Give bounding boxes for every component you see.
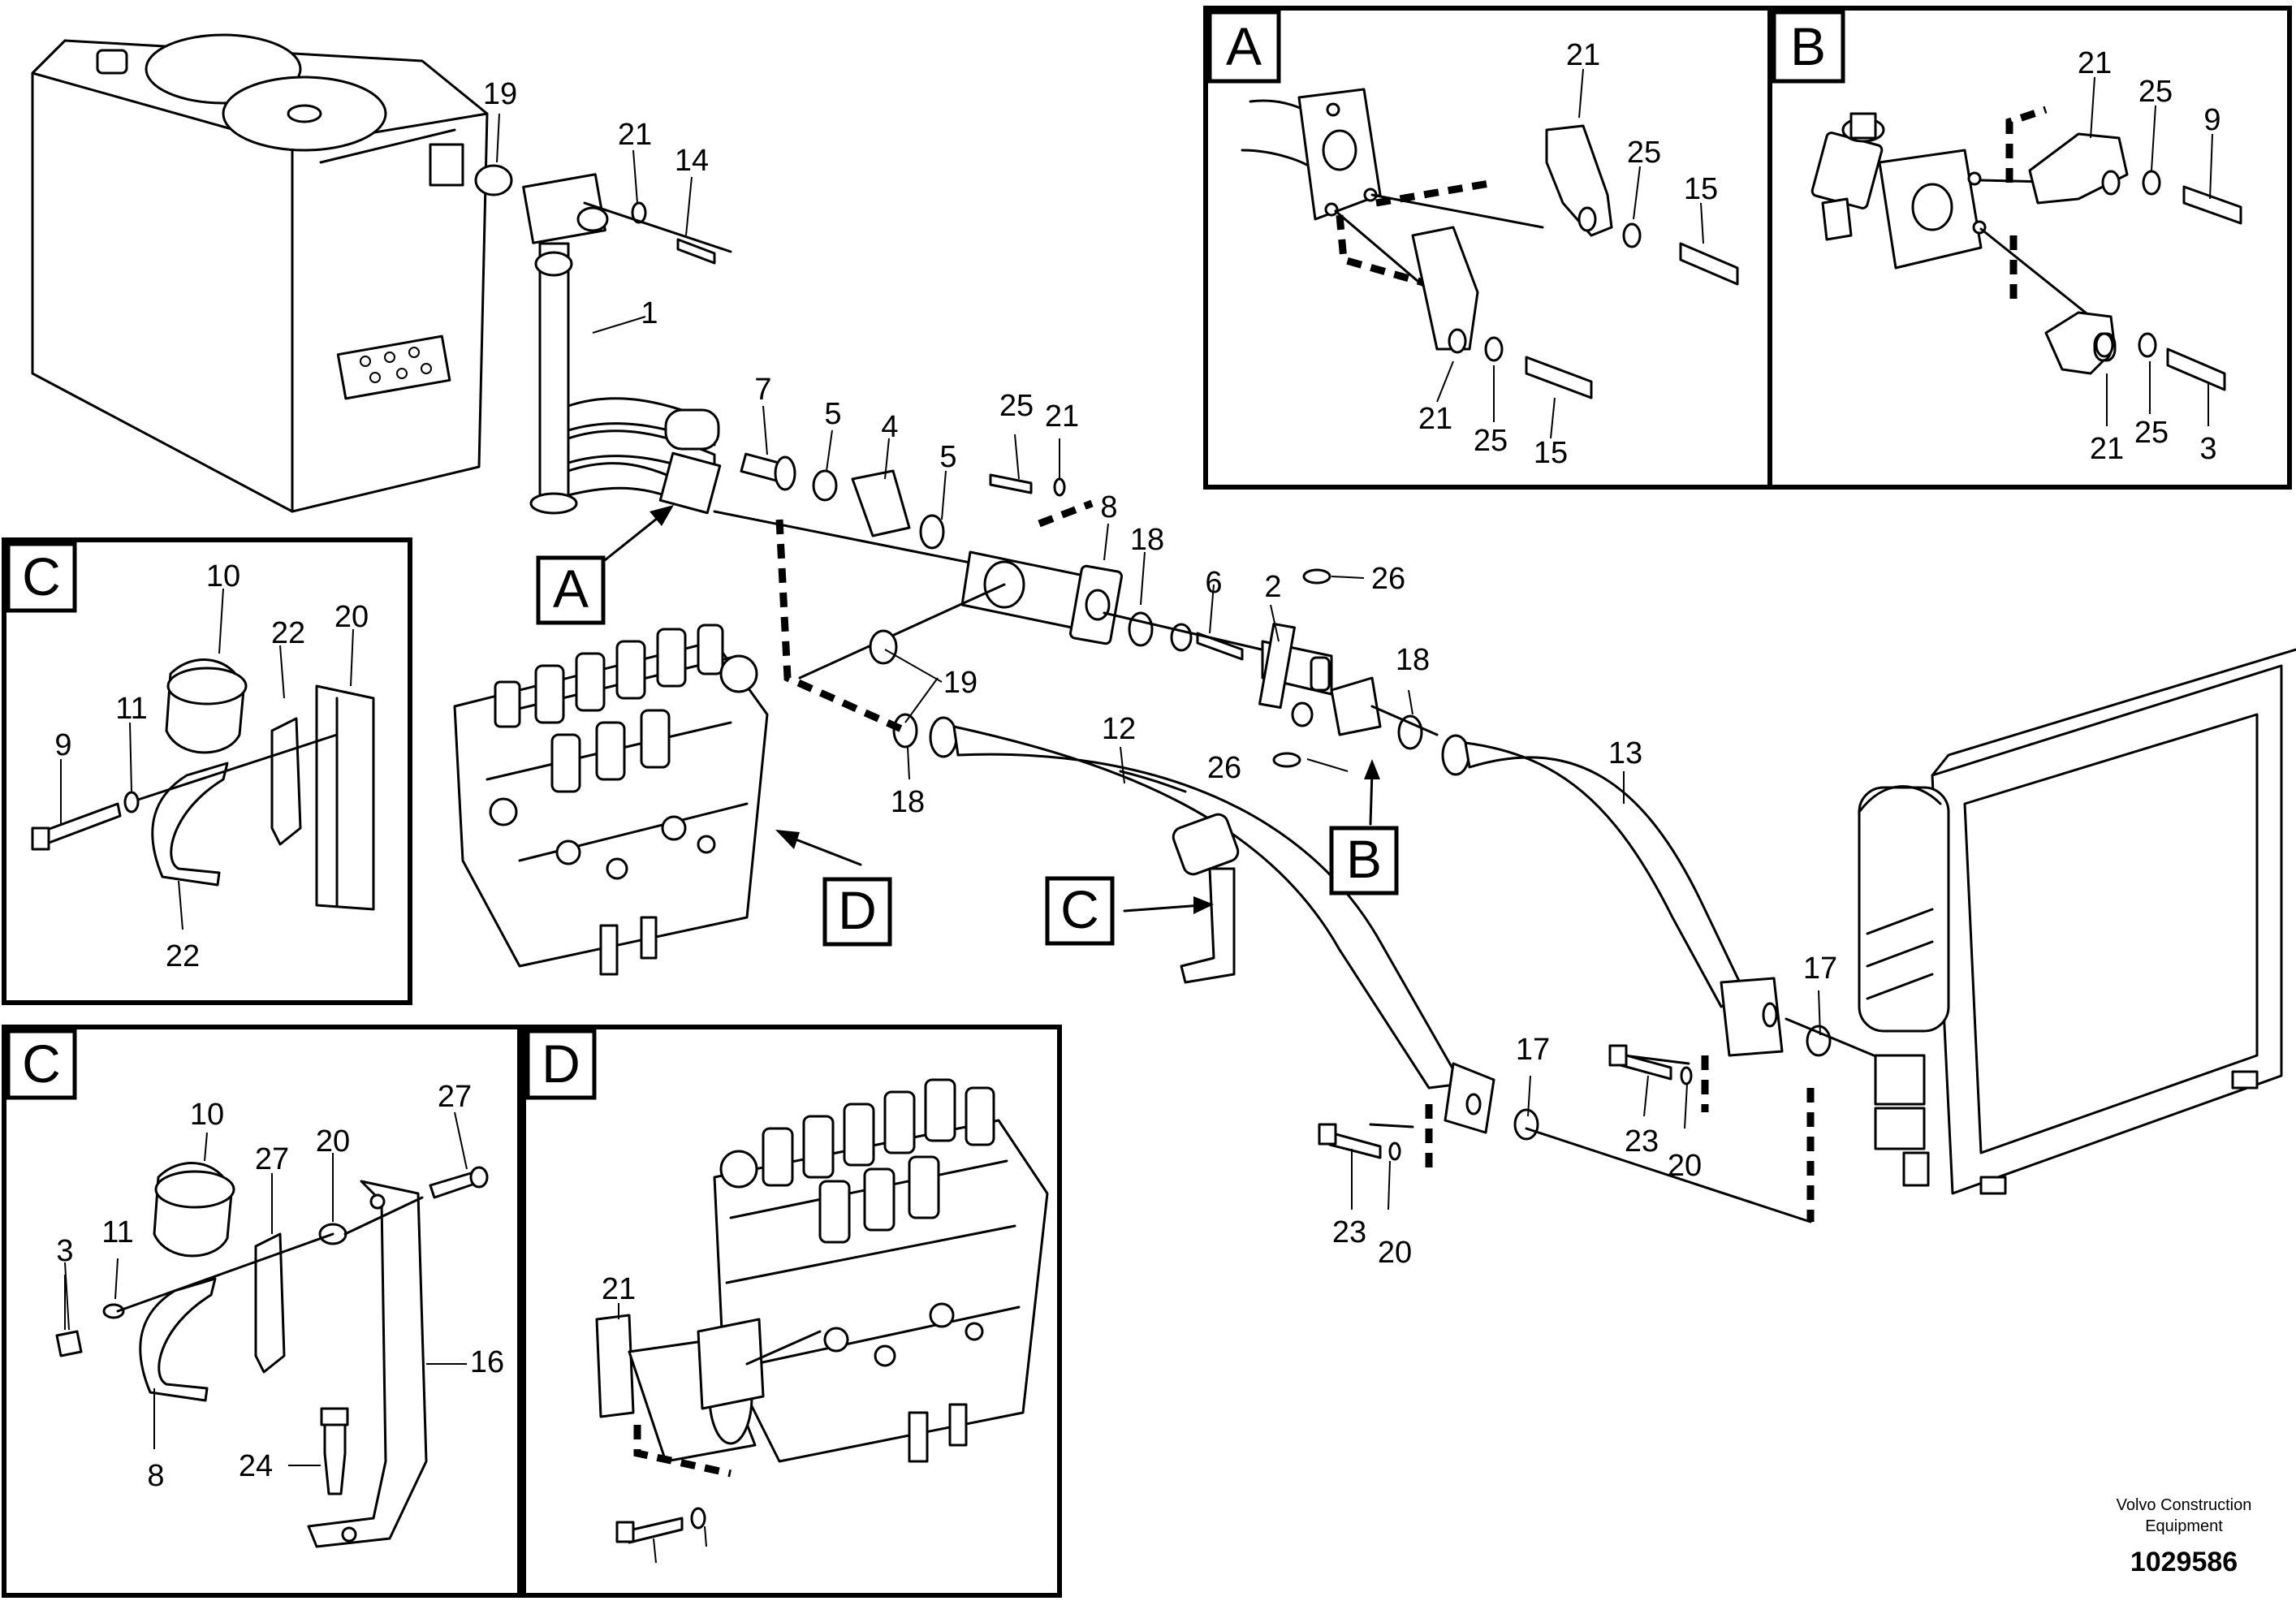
callout-19a: 19 bbox=[483, 77, 517, 111]
footer: Volvo Construction Equipment 1029586 bbox=[2117, 1496, 2252, 1577]
view-arrows bbox=[603, 505, 1380, 914]
figure-number: 1029586 bbox=[2130, 1547, 2238, 1577]
detail-b-15b: 21 bbox=[2090, 432, 2124, 466]
callout-18a: 18 bbox=[1130, 523, 1164, 557]
detail-c2-11: 8 bbox=[147, 1459, 164, 1493]
callout-7: 7 bbox=[754, 373, 771, 407]
detail-b-tag: B bbox=[1790, 16, 1826, 76]
detail-c2-20: 11 bbox=[101, 1215, 133, 1249]
detail-c2-10: 27 bbox=[255, 1142, 289, 1176]
tag-b: B bbox=[1346, 829, 1382, 889]
detail-c2-panel: C 10 27 27 20 3 11 16 8 24 bbox=[2, 1025, 522, 1598]
callout-6: 6 bbox=[1205, 566, 1222, 600]
detail-c1-10: 22 bbox=[271, 616, 305, 650]
detail-c2-16: 24 bbox=[239, 1449, 273, 1483]
detail-c1-panel: C 10 20 22 11 9 22 bbox=[2, 537, 412, 1005]
detail-c2-22: 27 bbox=[438, 1080, 472, 1114]
callout-12: 12 bbox=[1102, 712, 1136, 746]
detail-a-21b: 25 bbox=[1474, 424, 1508, 458]
callout-17a: 17 bbox=[1803, 952, 1837, 986]
detail-b-panel: B 21 25 9 21 25 3 bbox=[1767, 6, 2292, 490]
callout-5b: 5 bbox=[939, 440, 956, 474]
detail-c2-3: 16 bbox=[470, 1345, 504, 1379]
detail-c2-tag: C bbox=[22, 1034, 61, 1094]
leader-lines bbox=[496, 113, 1821, 1210]
detail-b-25b: 3 bbox=[2199, 432, 2216, 466]
callout-26b: 26 bbox=[1207, 751, 1241, 785]
detail-b-21b: 25 bbox=[2134, 416, 2169, 450]
callout-19b: 19 bbox=[943, 666, 978, 700]
fitting-chain bbox=[713, 452, 1333, 667]
detail-b-15a: 21 bbox=[2078, 46, 2112, 80]
detail-a-panel: A 21 25 15 21 25 15 bbox=[1203, 6, 1772, 490]
detail-b-21a: 25 bbox=[2138, 75, 2173, 109]
hydraulic-tank bbox=[31, 33, 489, 513]
callout-25: 25 bbox=[999, 389, 1034, 423]
detail-c1-tag: C bbox=[22, 546, 61, 606]
detail-a-21a: 25 bbox=[1627, 136, 1661, 170]
tag-a: A bbox=[553, 559, 589, 619]
tag-d-box bbox=[822, 877, 892, 947]
tag-b-box bbox=[1329, 826, 1399, 895]
bolts-23-20 bbox=[1318, 1044, 1693, 1161]
tag-c-box bbox=[1045, 876, 1115, 946]
detail-c1-3: 20 bbox=[334, 600, 369, 634]
flow-lines bbox=[775, 499, 1815, 1223]
detail-b-25a: 9 bbox=[2203, 103, 2220, 137]
callout-20b: 20 bbox=[1378, 1236, 1412, 1270]
tee-fitting bbox=[1258, 568, 1439, 768]
tag-d: D bbox=[838, 880, 877, 940]
callout-17b: 17 bbox=[1516, 1033, 1550, 1067]
callout-21a: 21 bbox=[618, 118, 652, 152]
detail-c1-22: 9 bbox=[54, 728, 71, 762]
callout-4: 4 bbox=[881, 410, 898, 444]
detail-d-8: 21 bbox=[602, 1272, 636, 1306]
callout-8: 8 bbox=[1100, 490, 1117, 524]
callout-14: 14 bbox=[675, 144, 709, 178]
tag-c: C bbox=[1060, 879, 1099, 939]
detail-a-15b: 21 bbox=[1418, 402, 1452, 436]
main-view-tags: A B C D bbox=[536, 555, 1399, 947]
hose-13 bbox=[1441, 734, 1885, 1061]
callout-2: 2 bbox=[1264, 570, 1281, 604]
outlet-block bbox=[474, 164, 732, 265]
main-callouts: 19 21 14 1 7 5 4 5 25 21 8 18 6 2 26 26 … bbox=[483, 77, 1837, 1270]
detail-c2-9: 10 bbox=[190, 1098, 224, 1132]
suction-pipe bbox=[529, 242, 722, 515]
detail-a-25b: 15 bbox=[1534, 436, 1568, 470]
detail-d-panel: D 21 bbox=[521, 1025, 1062, 1598]
publisher-line-2: Equipment bbox=[2145, 1517, 2223, 1535]
publisher-line-1: Volvo Construction bbox=[2117, 1496, 2252, 1514]
callout-18c: 18 bbox=[891, 785, 925, 819]
control-valve bbox=[453, 624, 769, 976]
detail-a-tag: A bbox=[1226, 16, 1262, 76]
callout-26a: 26 bbox=[1371, 562, 1405, 596]
detail-a-15a: 21 bbox=[1566, 38, 1600, 72]
callout-21b: 21 bbox=[1045, 399, 1079, 434]
callout-23a: 23 bbox=[1625, 1124, 1659, 1159]
detail-a-25a: 15 bbox=[1684, 172, 1718, 206]
detail-d-tag: D bbox=[542, 1034, 580, 1094]
callout-23b-label: 23 bbox=[1332, 1215, 1366, 1249]
callout-5a: 5 bbox=[824, 397, 841, 431]
detail-c2-27b: 3 bbox=[56, 1234, 73, 1268]
detail-c1-9: 10 bbox=[206, 559, 240, 593]
callout-13: 13 bbox=[1608, 736, 1642, 770]
detail-c2-27a: 20 bbox=[316, 1124, 350, 1159]
callout-20a: 20 bbox=[1668, 1149, 1702, 1183]
tag-a-box bbox=[536, 555, 606, 625]
callout-18b: 18 bbox=[1396, 643, 1430, 677]
oil-cooler bbox=[1858, 648, 2296, 1195]
detail-c1-20: 11 bbox=[115, 692, 147, 726]
callout-1: 1 bbox=[641, 296, 658, 330]
detail-c1-11: 22 bbox=[166, 939, 200, 973]
